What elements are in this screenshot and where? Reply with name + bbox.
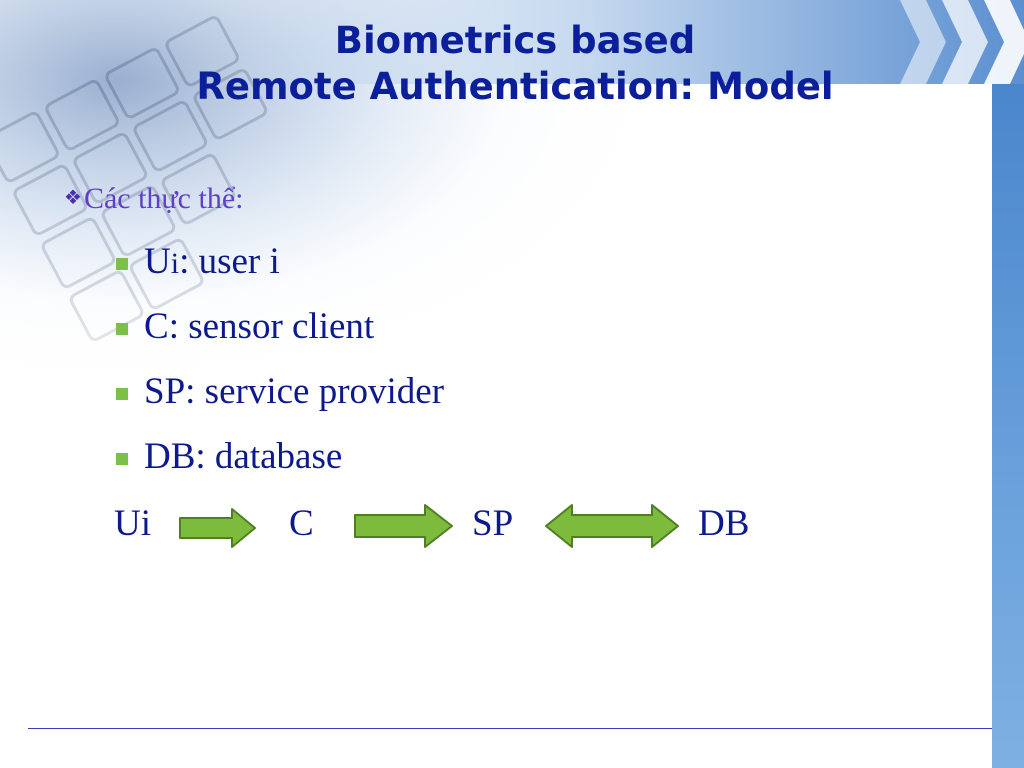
footer-divider	[28, 728, 992, 729]
diamond-star-icon: ❖	[64, 185, 82, 209]
entity-text: Ui: user i	[144, 240, 280, 283]
entity-subscript: i	[170, 247, 180, 280]
double-arrow-icon	[545, 504, 679, 548]
green-square-icon	[116, 323, 128, 335]
main-bullet: ❖Các thực thể:	[64, 182, 243, 216]
slide-title: Biometrics based Remote Authentication: …	[100, 18, 930, 110]
entity-description: : user i	[179, 241, 280, 282]
green-square-icon	[116, 453, 128, 465]
title-line-1: Biometrics based	[334, 19, 696, 62]
top-banner	[230, 0, 1024, 84]
chevron-decoration-icon	[900, 0, 1024, 84]
entity-list: Ui: user i C: sensor client SP: service …	[116, 240, 444, 500]
title-line-2: Remote Authentication: Model	[196, 65, 834, 108]
entity-name: DB	[144, 436, 196, 477]
entity-text: DB: database	[144, 435, 342, 478]
right-arrow-icon	[179, 508, 256, 548]
list-item: DB: database	[116, 435, 444, 500]
flow-node-c: C	[289, 503, 314, 544]
green-square-icon	[116, 258, 128, 270]
list-item: Ui: user i	[116, 240, 444, 305]
entity-name: U	[144, 241, 171, 282]
entity-text: SP: service provider	[144, 370, 444, 413]
list-item: C: sensor client	[116, 305, 444, 370]
list-item: SP: service provider	[116, 370, 444, 435]
green-square-icon	[116, 388, 128, 400]
entity-description: : database	[195, 436, 343, 477]
flow-node-ui: Ui	[114, 503, 151, 544]
entity-name: C	[144, 306, 169, 347]
entity-description: : service provider	[185, 371, 445, 412]
entity-text: C: sensor client	[144, 305, 374, 348]
entity-name: SP	[144, 371, 186, 412]
right-arrow-icon	[354, 504, 453, 548]
right-accent-bar	[992, 84, 1024, 768]
flow-node-sp: SP	[472, 503, 514, 544]
main-bullet-text: Các thực thể:	[83, 182, 244, 215]
entity-description: : sensor client	[168, 306, 375, 347]
flow-node-db: DB	[698, 503, 750, 544]
